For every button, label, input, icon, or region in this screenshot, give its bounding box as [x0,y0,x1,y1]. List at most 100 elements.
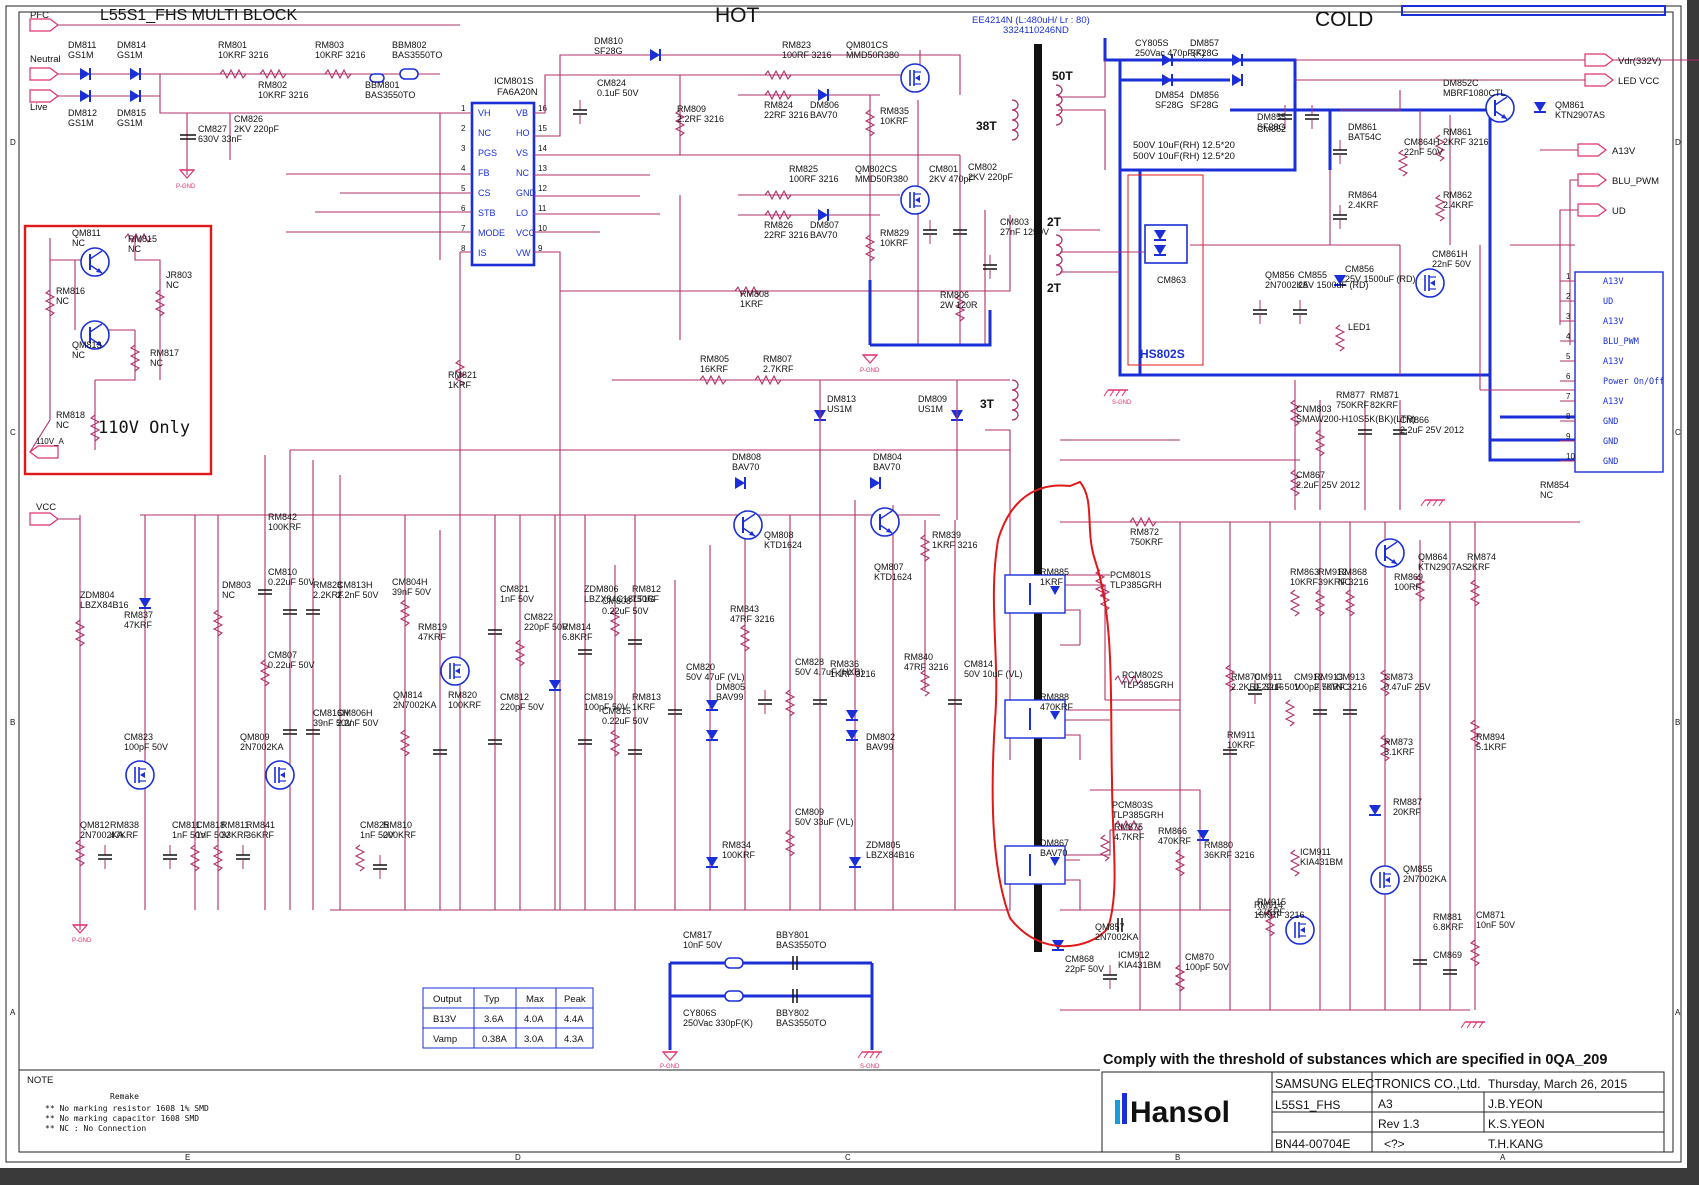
border-row-label: D [10,138,16,147]
component-value: 47RF 3216 [730,614,775,624]
ic-pin-number: 12 [538,184,547,193]
company-name: SAMSUNG ELECTRONICS CO.,Ltd. [1275,1077,1481,1091]
component-value: 470KRF [1040,702,1074,712]
component-value: 2KV 220pF [968,172,1014,182]
component-ref: CM809 [795,807,824,817]
component-value: 2N7002KA [1265,280,1309,290]
component-value: 1nF 50V [500,594,534,604]
component-value: TLP385GRH [1112,810,1164,820]
rectifier-body [1144,224,1188,264]
component-value: 0.22uF 50V [602,716,649,726]
component-ref: RM871 [1370,390,1399,400]
component-ref: CM828 [795,657,824,667]
component-value: 2.2nF 50V [337,590,379,600]
component-ref: RM862 [1443,190,1472,200]
component-ref: ZDM805 [866,840,901,850]
component-value: 50V 10uF (VL) [964,669,1023,679]
component-ref: RM814 [562,622,591,632]
component-ref: RM839 [932,530,961,540]
ic-pin-name: VB [516,108,528,118]
winding-label: 2T [1047,215,1062,229]
component-value: 36KRF [246,830,275,840]
component-ref: CM801 [929,164,958,174]
ic-ref: ICM801S [494,76,534,87]
component-value: 5.1KRF [1384,747,1415,757]
component-value: 2.2KRF [313,590,344,600]
component-ref: DM802 [866,732,895,742]
component-value: 2KRF [1467,562,1491,572]
connector-pin-number: 10 [1566,452,1575,461]
component-value: 10KRF [880,116,909,126]
component-value: 2N7002KA [240,742,284,752]
mosfet-symbol [1370,865,1400,895]
component-value: TLP385GRH [1122,680,1174,690]
note-line: ** No marking resistor 1608 1% SMD [45,1104,209,1113]
component-ref: DM854 [1155,90,1184,100]
optocoupler [1004,699,1066,739]
transistor-symbol [1375,538,1405,568]
component-ref: CM855 [1298,270,1327,280]
ic-pin-number: 13 [538,164,547,173]
component-ref: DM808 [732,452,761,462]
component-ref: CY805S [1135,38,1169,48]
table-header: Peak [564,994,586,1005]
component-value: 4.7KRF [1114,832,1145,842]
component-value: 0.1uF 50V [597,88,639,98]
component-ref: CM827 [198,124,227,134]
component-ref: BBY802 [776,1008,809,1018]
component-ref: QM807 [874,562,904,572]
component-ref: QM811 [72,228,101,238]
component-value: 47KRF [124,620,153,630]
ic-pin-number: 11 [538,204,547,213]
component-value: 39KRF 3216 [1318,577,1369,587]
component-ref: CM912 [1294,672,1323,682]
component-ref: PCM801S [1110,570,1151,580]
compliance-note: Comply with the threshold of substances … [1103,1052,1607,1068]
component-value: 1KRF [632,702,656,712]
component-ref: RM820 [448,690,477,700]
component-value: 6.8KRF [1433,922,1464,932]
component-value: 100RF 3216 [782,50,832,60]
component-ref: DM861 [1348,122,1377,132]
component-value: 100RF 3216 [789,174,839,184]
component-value: 2KV 470pF [929,174,975,184]
ic-pin-name: STB [478,208,496,218]
component-ref: QM808 [764,530,794,540]
component-ref: RM877 [1336,390,1365,400]
pcb-number: BN44-00704E [1275,1137,1350,1151]
component-ref: CM826 [234,114,263,124]
component-value: 1KRF [448,380,472,390]
ic-pin-number: 8 [461,244,466,253]
table-cell: 4.0A [524,1014,544,1025]
component-ref: QM812 [80,820,110,830]
component-value: 27KRF [1257,907,1286,917]
component-value: GS1M [68,50,94,60]
bead-symbol [369,73,385,83]
component-ref: CM823 [124,732,153,742]
component-value: MMD50R380 [855,174,908,184]
component-value: BAS3550TO [365,90,415,100]
component-ref: RM815 [128,234,157,244]
component-ref: DM810 [594,36,623,46]
component-ref: CM810 [268,567,297,577]
ground-label: P-GND [660,1064,680,1070]
component-ref: CM864H [1404,137,1440,147]
component-value: 2W 120R [940,300,978,310]
component-ref: DM806 [810,100,839,110]
component-value: 22RF 3216 [764,230,809,240]
component-value: 22nF 50V [1432,259,1471,269]
component-ref: RM816 [56,286,85,296]
transistor-symbol [80,247,110,277]
component-ref: CM824 [597,78,626,88]
border-col-label: C [845,1153,851,1162]
component-value: NC [72,238,85,248]
mosfet-symbol [125,760,155,790]
ic-pin-name: VS [516,148,528,158]
component-ref: RM812 [632,584,661,594]
table-cell: B13V [433,1014,457,1025]
border-row-label: B [1675,718,1680,727]
component-value: 10nF 50V [1476,920,1515,930]
component-ref: QM857 [1095,922,1125,932]
component-ref: RM843 [730,604,759,614]
